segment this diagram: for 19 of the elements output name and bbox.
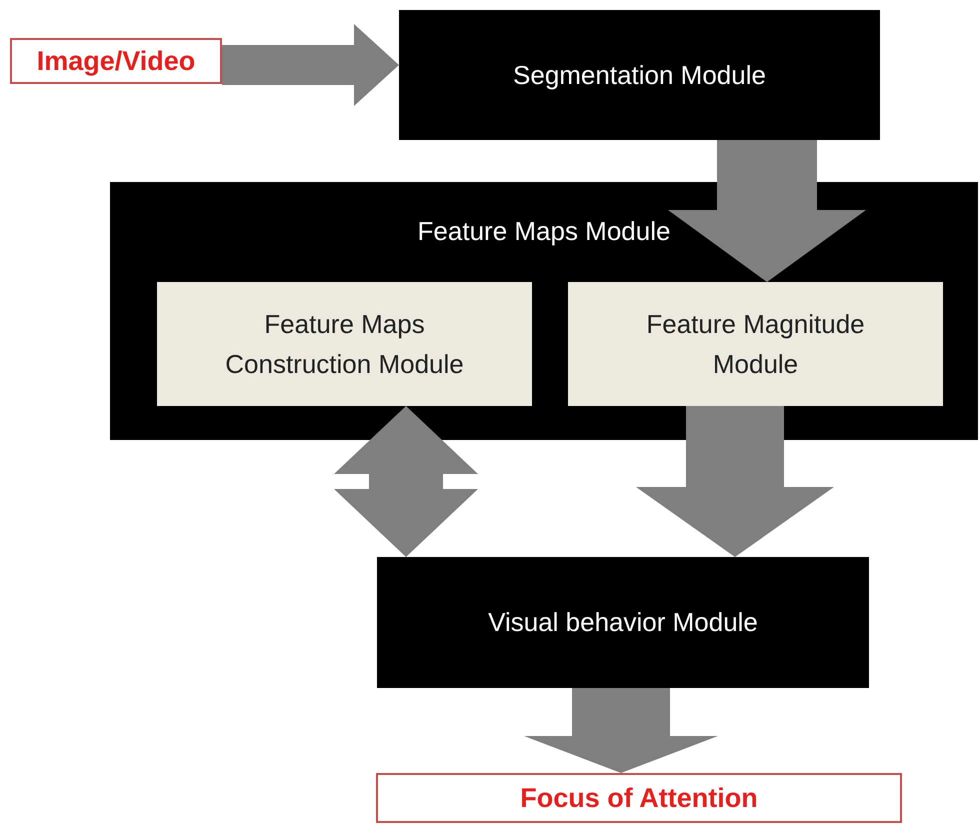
module-box [377,557,869,688]
block-arrow [222,24,399,106]
io-box [376,773,902,823]
block-arrow [524,688,718,773]
submodule-box [568,282,943,406]
node-label: Image/Video [36,44,196,78]
node-label: Feature Maps Construction Module [224,308,465,381]
node-label: Focus of Attention [519,782,759,815]
submodule-box [157,282,532,406]
module-box [399,10,880,140]
node-label: Segmentation Module [512,58,767,92]
node-label: Visual behavior Module [487,606,759,639]
block-arrow [636,406,834,557]
node-label: Feature Maps Module [416,215,672,248]
io-box [10,38,222,84]
block-arrow [668,140,866,282]
node-label: Feature Magnitude Module [645,308,866,381]
group-box [110,182,978,440]
block-arrow [334,406,478,557]
